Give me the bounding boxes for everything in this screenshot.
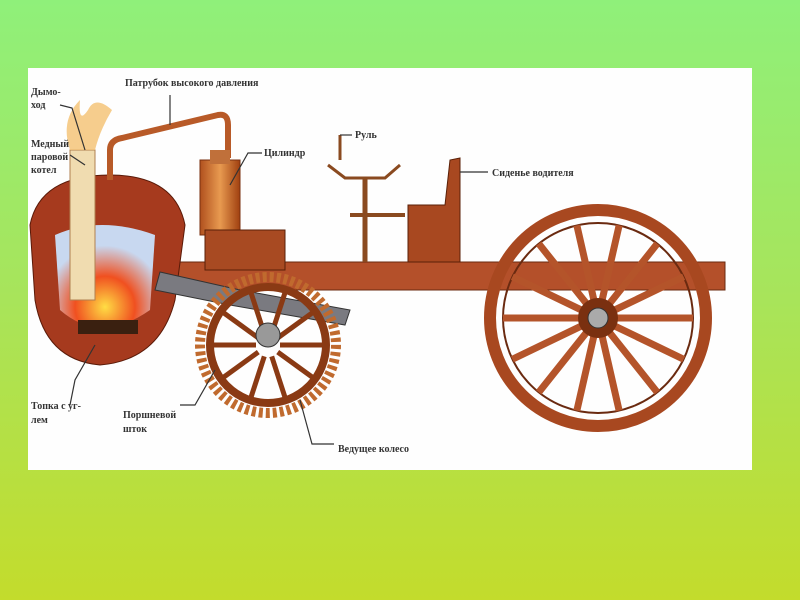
chimney [69, 149, 96, 301]
cylinder [199, 159, 241, 236]
rear-wheel [484, 204, 712, 432]
label-steering: Руль [355, 130, 377, 141]
label-piston-rod: Поршневой [123, 410, 176, 421]
label-chimney: Дымо- [31, 87, 61, 98]
wheel-spoke [573, 224, 598, 302]
wheel-spoke [598, 224, 623, 302]
wheel-spoke [612, 273, 686, 314]
wheel-spoke [222, 350, 260, 380]
wheel-spoke [598, 334, 623, 412]
label-boiler: Медный [31, 139, 69, 150]
svg-text:паровой: паровой [31, 152, 68, 163]
label-seat: Сиденье водителя [492, 168, 574, 179]
wheel-spoke [536, 329, 590, 395]
svg-text:лем: лем [31, 415, 48, 426]
wheel-spoke [222, 310, 260, 340]
wheel-spoke [248, 355, 267, 399]
steering [327, 135, 405, 262]
wheel-spoke [573, 334, 598, 412]
driver-seat [407, 157, 461, 263]
label-firebox: Топка с уг- [31, 401, 81, 412]
drive-wheel [195, 272, 341, 418]
labels: Дымо- ход Медный паровой котел Патрубок … [31, 78, 574, 455]
wheel-spoke [269, 355, 288, 399]
wheel-spoke [606, 241, 660, 307]
high-pressure-pipe [107, 111, 231, 180]
svg-text:шток: шток [123, 424, 147, 435]
steam-wagon-illustration [29, 100, 726, 432]
wheel-spoke [606, 329, 660, 395]
svg-text:котел: котел [31, 165, 57, 176]
label-cylinder: Цилиндр [264, 148, 306, 159]
wheel-spoke [612, 322, 686, 363]
wheel-spoke [536, 241, 590, 307]
flame-icon [66, 100, 112, 150]
coal [78, 320, 138, 334]
label-drive-wheel: Ведущее колесо [338, 444, 409, 455]
wheel-spoke [276, 310, 314, 340]
label-pipe: Патрубок высокого давления [125, 78, 259, 89]
wheel-spoke [276, 350, 314, 380]
label-leaders [59, 95, 488, 445]
svg-text:ход: ход [31, 100, 45, 111]
wheel-spoke [510, 322, 584, 363]
wheel-spoke [510, 273, 584, 314]
